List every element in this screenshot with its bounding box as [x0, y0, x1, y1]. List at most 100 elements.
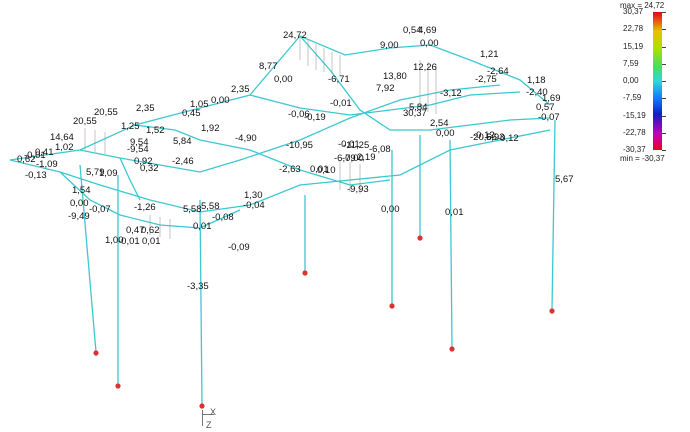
value-label: -9,93 [347, 184, 369, 195]
legend-tick-mark [662, 12, 666, 13]
value-label: -0,01 [24, 150, 46, 161]
value-label: 5,58 [201, 201, 220, 212]
value-label: 0,62 [17, 154, 36, 165]
value-label: 0,62 [141, 225, 160, 236]
x-axis-line [202, 414, 214, 415]
value-label: 1,00 [105, 235, 124, 246]
legend-tick-label: 15,19 [623, 41, 644, 51]
value-label: -2,64 [487, 66, 509, 77]
value-label: 0,45 [182, 108, 201, 119]
value-label: -2,63 [279, 164, 301, 175]
value-label: 20,55 [94, 107, 118, 118]
value-label: -0,09 [228, 242, 250, 253]
value-label: -1,09 [36, 159, 58, 170]
value-label: 1,02 [55, 142, 74, 153]
value-label: 0,57 [536, 102, 555, 113]
value-label: 30,37 [403, 108, 427, 119]
value-label: -2,75 [475, 74, 497, 85]
z-axis-line [202, 410, 203, 426]
value-label: 5,84 [173, 136, 192, 147]
value-label: 0,00 [274, 74, 293, 85]
value-label: 0,32 [140, 163, 159, 174]
value-label: 5,93 [486, 132, 505, 143]
value-label: -0,08 [212, 212, 234, 223]
value-label: -20,66 [470, 132, 497, 143]
value-label: -2,40 [526, 87, 548, 98]
value-label: 5,79 [86, 167, 105, 178]
legend-tick-mark [662, 81, 666, 82]
axis-triad: X Z [196, 402, 226, 432]
value-label: 2,54 [430, 118, 449, 129]
value-label: 24,72 [283, 30, 307, 41]
value-label: 0,47 [126, 225, 145, 236]
value-label: 14,64 [50, 132, 74, 143]
value-label: 0,41 [35, 147, 54, 158]
legend-max: max = 24,72 [620, 1, 665, 10]
value-label: -2,46 [172, 156, 194, 167]
value-label: -0,13 [25, 170, 47, 181]
value-label: 12,26 [413, 62, 437, 73]
value-label: 2,19 [357, 152, 376, 163]
beam-layer [9, 35, 551, 229]
legend-tick-mark [662, 46, 666, 48]
legend-tick-label: 22,78 [623, 24, 644, 34]
value-label: 1,18 [527, 75, 546, 86]
value-label: 8,77 [259, 61, 278, 72]
value-label: 13,80 [383, 71, 407, 82]
value-label: -3,12 [440, 88, 462, 99]
value-label: -0,01 [330, 98, 352, 109]
value-label: -0,01 [118, 236, 140, 247]
column-layer [79, 119, 556, 406]
value-label: 1,30 [244, 190, 263, 201]
hatch-diagram [84, 36, 437, 239]
value-label: -11,25 [343, 140, 369, 151]
z-axis-label: Z [206, 420, 212, 430]
legend-tick-mark [662, 98, 666, 100]
value-label: -0,00 [342, 153, 364, 164]
value-label: -4,90 [235, 133, 257, 144]
value-label: 0,01 [142, 236, 161, 247]
value-label: 1,69 [542, 93, 561, 104]
value-label: 2,35 [136, 103, 155, 114]
value-label: 0,01 [310, 164, 329, 175]
value-label: -0,04 [243, 200, 265, 211]
value-label: -0,12 [497, 133, 519, 144]
value-label: -0,12 [473, 130, 495, 141]
value-label: 1,25 [121, 121, 140, 132]
value-label: -10,95 [286, 140, 313, 151]
value-label: -0,07 [538, 112, 560, 123]
value-label: -6,79 [334, 153, 356, 164]
legend-tick-label: -22,78 [623, 127, 646, 137]
value-label: 1,52 [146, 125, 165, 136]
legend-tick-label: 7,59 [623, 58, 639, 68]
value-label: 1,09 [99, 168, 118, 179]
x-axis-label: X [210, 407, 217, 417]
legend-tick-mark [662, 132, 666, 134]
legend-min: min = -30,37 [620, 154, 665, 163]
legend-tick-mark [662, 115, 666, 117]
legend-tick-mark [662, 29, 666, 31]
legend-tick-mark [662, 63, 666, 65]
value-label: 0,00 [381, 204, 400, 215]
value-label: -9,49 [68, 211, 90, 222]
value-label: -3,35 [187, 281, 209, 292]
value-label: -0,07 [89, 204, 111, 215]
value-label: 0,54 [403, 25, 422, 36]
legend-tick-label: -30,37 [623, 145, 646, 154]
value-label: 5,67 [555, 174, 574, 185]
value-label: -0,19 [304, 112, 326, 123]
legend-tick-label: -15,19 [623, 110, 646, 120]
legend-tick-label: -7,59 [623, 93, 642, 103]
value-label: 0,10 [317, 165, 336, 176]
legend-gradient [653, 12, 662, 150]
value-label: 1,05 [190, 99, 209, 110]
legend-tick-label: 0,00 [623, 76, 639, 85]
value-label: 0,92 [134, 156, 153, 167]
value-label: 0,01 [193, 221, 212, 232]
value-label: -1,26 [134, 202, 156, 213]
value-label: 0,00 [420, 38, 439, 49]
legend-tick-label: 30,37 [623, 7, 644, 16]
value-label: 1,92 [201, 123, 220, 134]
